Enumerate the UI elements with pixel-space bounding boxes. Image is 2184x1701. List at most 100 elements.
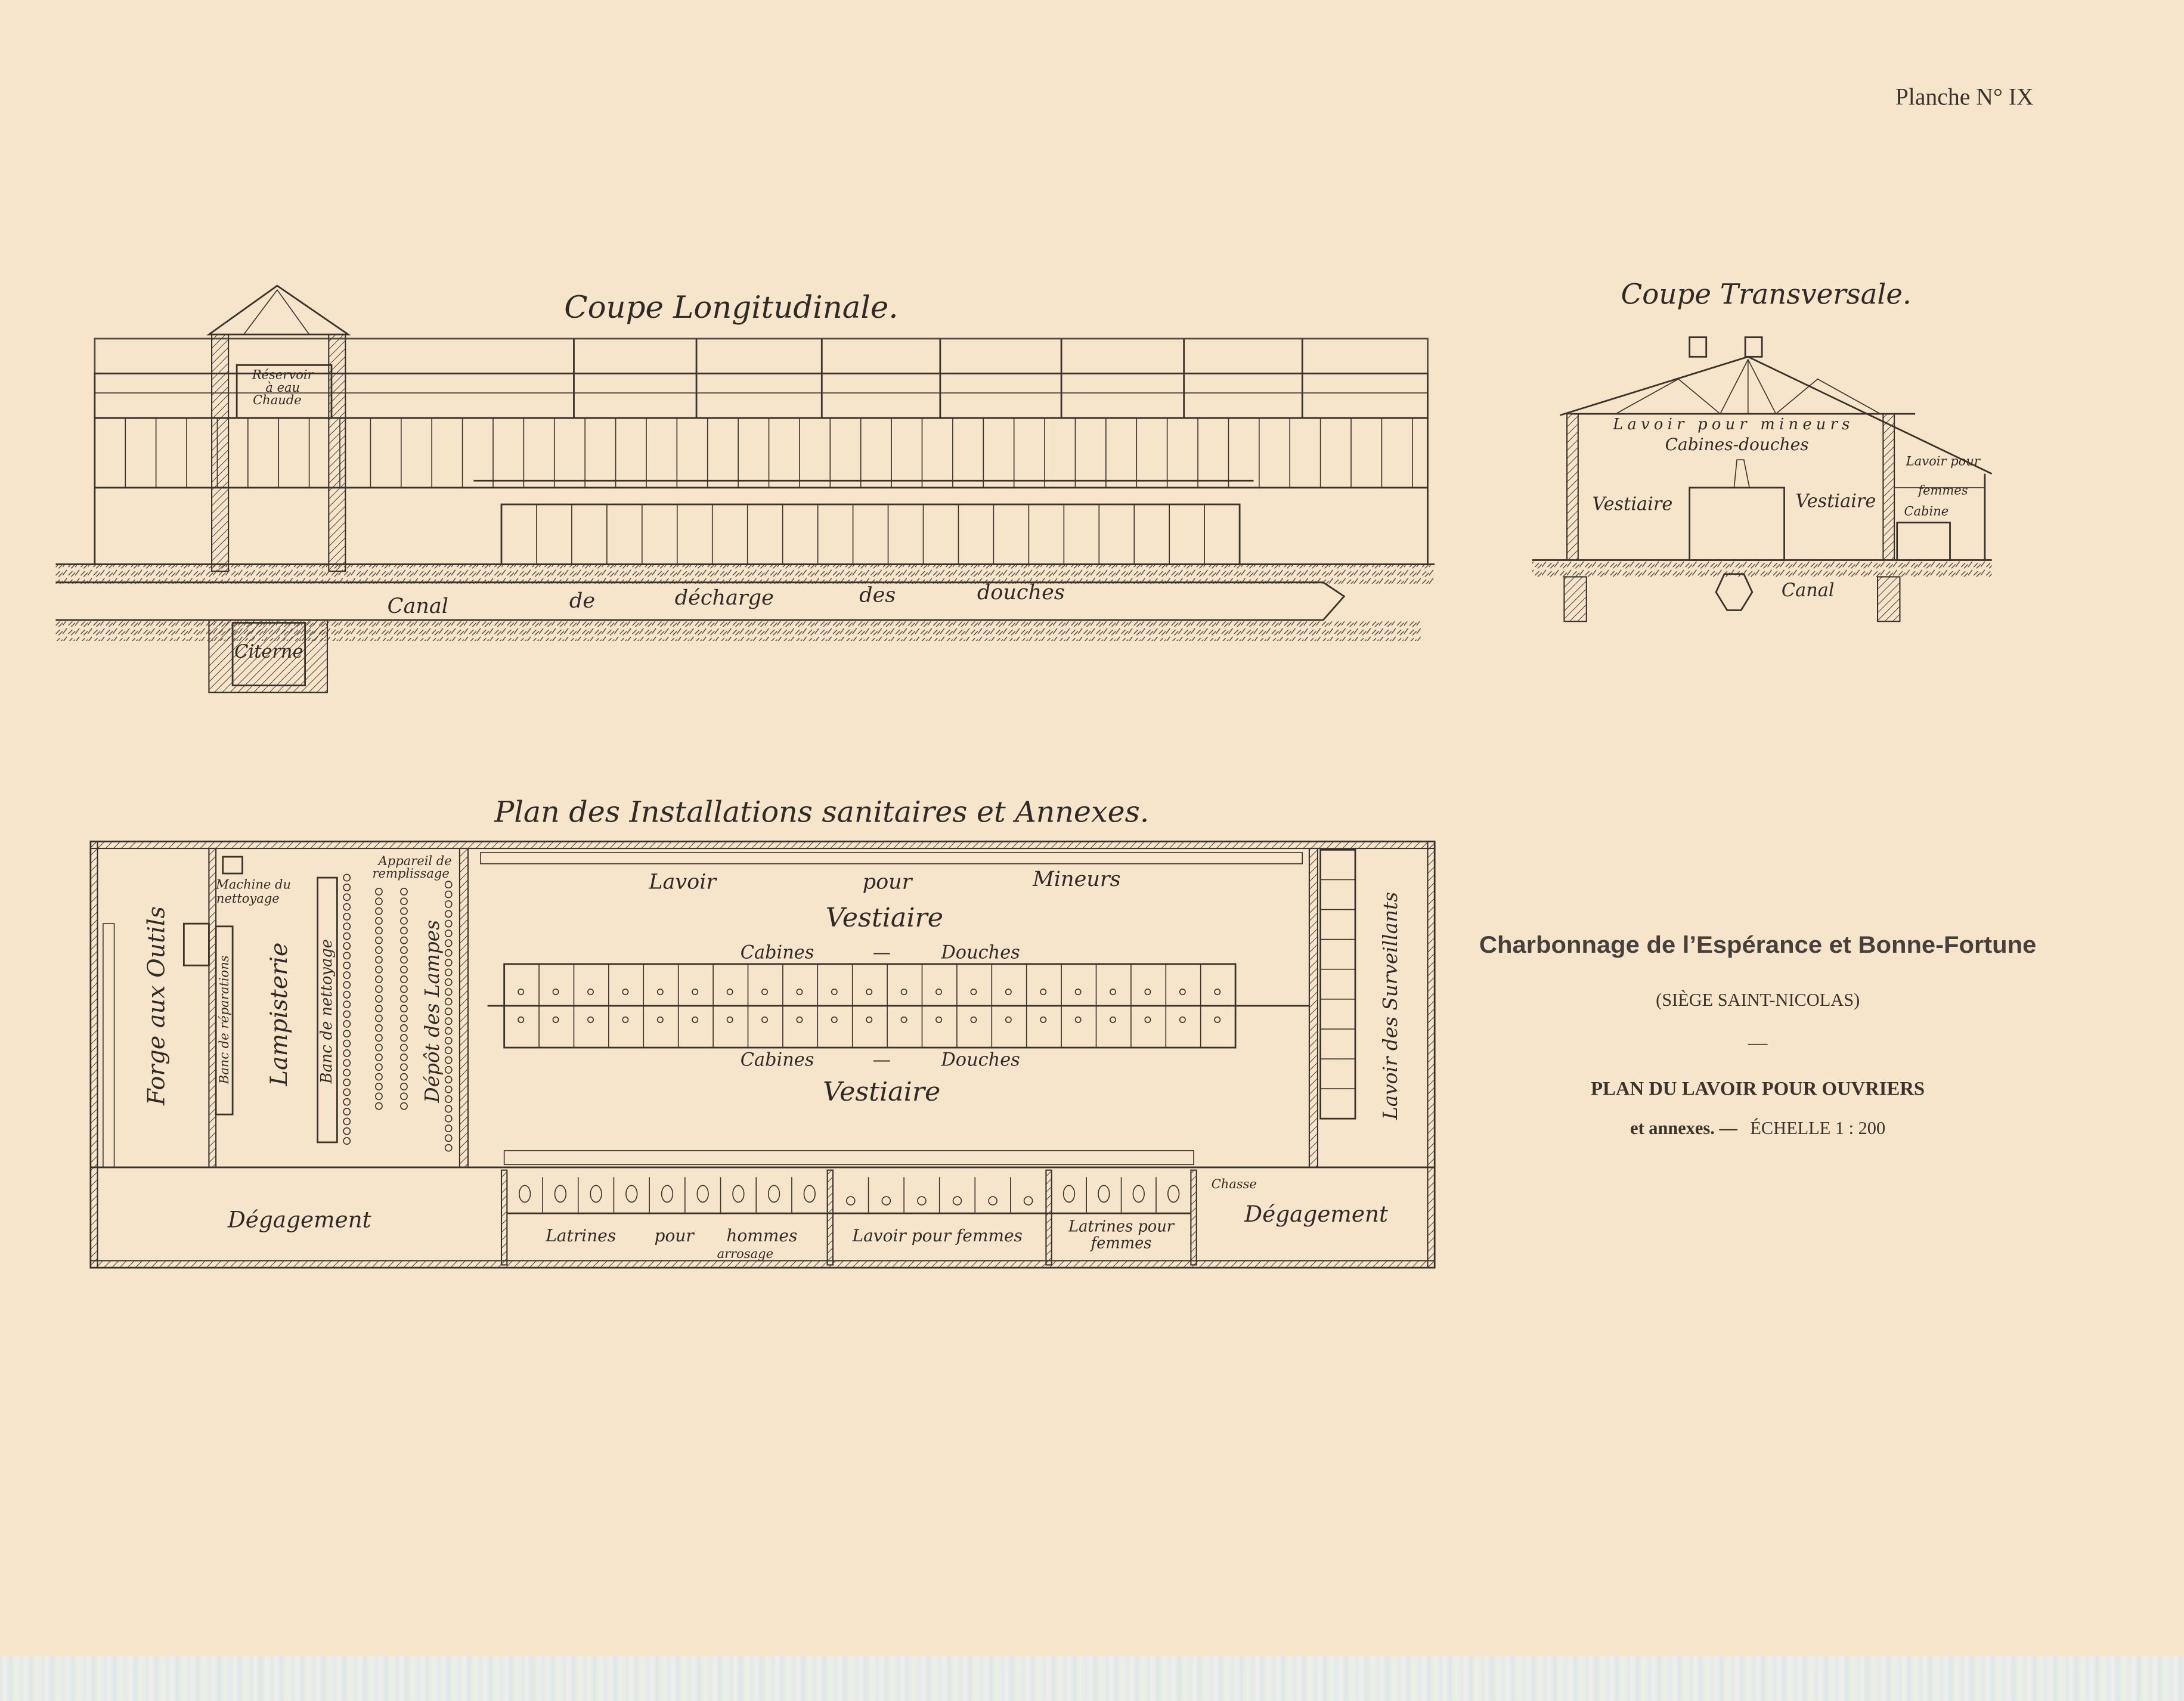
shower-head — [866, 1016, 873, 1023]
scale-text: ÉCHELLE 1 : 200 — [1750, 1118, 1885, 1138]
canal-label-1: Canal — [388, 594, 448, 618]
arrosage-label: arrosage — [717, 1246, 773, 1261]
lamp-hook — [400, 1063, 408, 1071]
shower-head — [587, 989, 594, 996]
shower-head — [622, 1016, 629, 1023]
toilet-bowl — [625, 1185, 638, 1203]
shower-head — [726, 989, 733, 996]
shower-head — [622, 989, 629, 996]
plan-heading: PLAN DU LAVOIR POUR OUVRIERS — [1591, 1078, 1925, 1099]
depot-lampes-label: Dépôt des Lampes — [421, 920, 444, 1103]
shower-head — [970, 1016, 977, 1023]
shower-head — [1179, 989, 1186, 996]
plan-cabines-top-3: Douches — [940, 943, 1020, 963]
machine-nettoyage-1: Machine du — [215, 877, 291, 892]
lamp-hook — [374, 1063, 383, 1071]
appareil-remplissage-1: Appareil de — [377, 853, 452, 868]
transversal-canal: Canal — [1782, 580, 1835, 601]
shower-head — [692, 989, 699, 996]
lamp-hook — [444, 1144, 453, 1152]
lamp-hook — [400, 936, 408, 944]
shower-head — [796, 1016, 803, 1023]
longitudinal-title: Coupe Longitudinale. — [564, 290, 898, 326]
shower-head — [1110, 1016, 1117, 1023]
lamp-hook — [343, 1049, 351, 1057]
lamp-hook — [374, 1092, 383, 1101]
canal-label-2: de — [569, 588, 595, 613]
lamp-hook — [444, 968, 453, 977]
degagement-left-label: Dégagement — [227, 1206, 372, 1232]
subheading-text: et annexes. — — [1630, 1118, 1737, 1138]
lamp-hook — [444, 939, 453, 947]
lamp-hook — [343, 922, 351, 931]
company-name: Charbonnage de l’Espérance et Bonne-Fort… — [1479, 932, 2036, 958]
lamp-hook — [343, 1000, 351, 1009]
lamp-hook — [343, 932, 351, 940]
lamp-hook — [444, 890, 453, 898]
lamp-hook — [374, 965, 383, 974]
toilet-bowl — [803, 1185, 816, 1203]
lamp-hook — [400, 897, 408, 906]
floor-plan: Plan des Installations sanitaires et Ann… — [89, 795, 1436, 1269]
shower-head — [761, 989, 769, 996]
wash-basin — [1023, 1196, 1033, 1206]
transversal-cabine: Cabine — [1904, 504, 1948, 519]
lamp-hook — [400, 917, 408, 925]
toilet-bowl — [732, 1185, 745, 1203]
lamp-hook — [400, 956, 408, 964]
lamp-hook — [374, 1014, 383, 1023]
lamp-hook — [400, 994, 408, 1003]
reservoir-label-2: à eau — [265, 380, 300, 395]
lamp-hook — [400, 1083, 408, 1090]
lamp-hook — [374, 1053, 383, 1061]
plan-title: Plan des Installations sanitaires et Ann… — [494, 795, 1149, 829]
lamp-hook — [374, 994, 383, 1003]
citerne-label: Citerne — [234, 642, 303, 662]
lamp-hook — [400, 1073, 408, 1081]
lamp-hook — [343, 971, 351, 980]
lamp-hook — [343, 1137, 351, 1145]
wash-basin — [881, 1196, 891, 1206]
shower-head — [935, 989, 943, 996]
lamp-hook — [400, 1092, 408, 1101]
plan-vestiaire-bottom: Vestiaire — [823, 1077, 940, 1107]
lamp-hook — [374, 946, 383, 954]
lamp-hook — [343, 961, 351, 969]
lamp-hook — [374, 1043, 383, 1052]
shower-head — [656, 989, 664, 996]
lamp-hook — [400, 887, 408, 896]
appareil-remplissage-2: remplissage — [373, 866, 450, 881]
shower-head — [1040, 989, 1047, 996]
lamp-hook — [400, 927, 408, 935]
lamp-hook — [444, 1066, 453, 1074]
reservoir-label-3: Chaude — [253, 392, 302, 407]
lamp-hook — [343, 1030, 351, 1038]
lamp-hook — [343, 990, 351, 999]
shower-head — [761, 1016, 769, 1023]
shower-head — [1074, 989, 1082, 996]
plan-cabines-top-1: Cabines — [741, 943, 814, 963]
canal-label-5: douches — [977, 580, 1065, 605]
transversal-lavoir-femmes-1: Lavoir pour — [1906, 454, 1981, 469]
lamp-hook — [343, 1010, 351, 1018]
shower-head — [1214, 989, 1221, 996]
shower-head — [900, 989, 907, 996]
shower-head — [1005, 989, 1012, 996]
lamp-hook — [343, 1059, 351, 1067]
shower-head — [831, 1016, 838, 1023]
lamp-hook — [400, 1024, 408, 1032]
canal-label-3: décharge — [675, 585, 774, 610]
lamp-hook — [444, 1076, 453, 1084]
scanner-edge-strip — [0, 1656, 2184, 1701]
shower-head — [1040, 1016, 1047, 1023]
toilet-bowl — [696, 1185, 709, 1203]
lamp-hook — [400, 975, 408, 984]
plan-vestiaire-top: Vestiaire — [826, 903, 943, 933]
shower-head — [518, 989, 525, 996]
transversal-title: Coupe Transversale. — [1621, 279, 1911, 311]
lamp-hook — [374, 956, 383, 964]
degagement-right-label: Dégagement — [1244, 1201, 1389, 1227]
transversal-cabines-label: Cabines-douches — [1665, 435, 1809, 454]
lamp-hook — [374, 1024, 383, 1032]
canal-label-4: des — [859, 583, 896, 608]
